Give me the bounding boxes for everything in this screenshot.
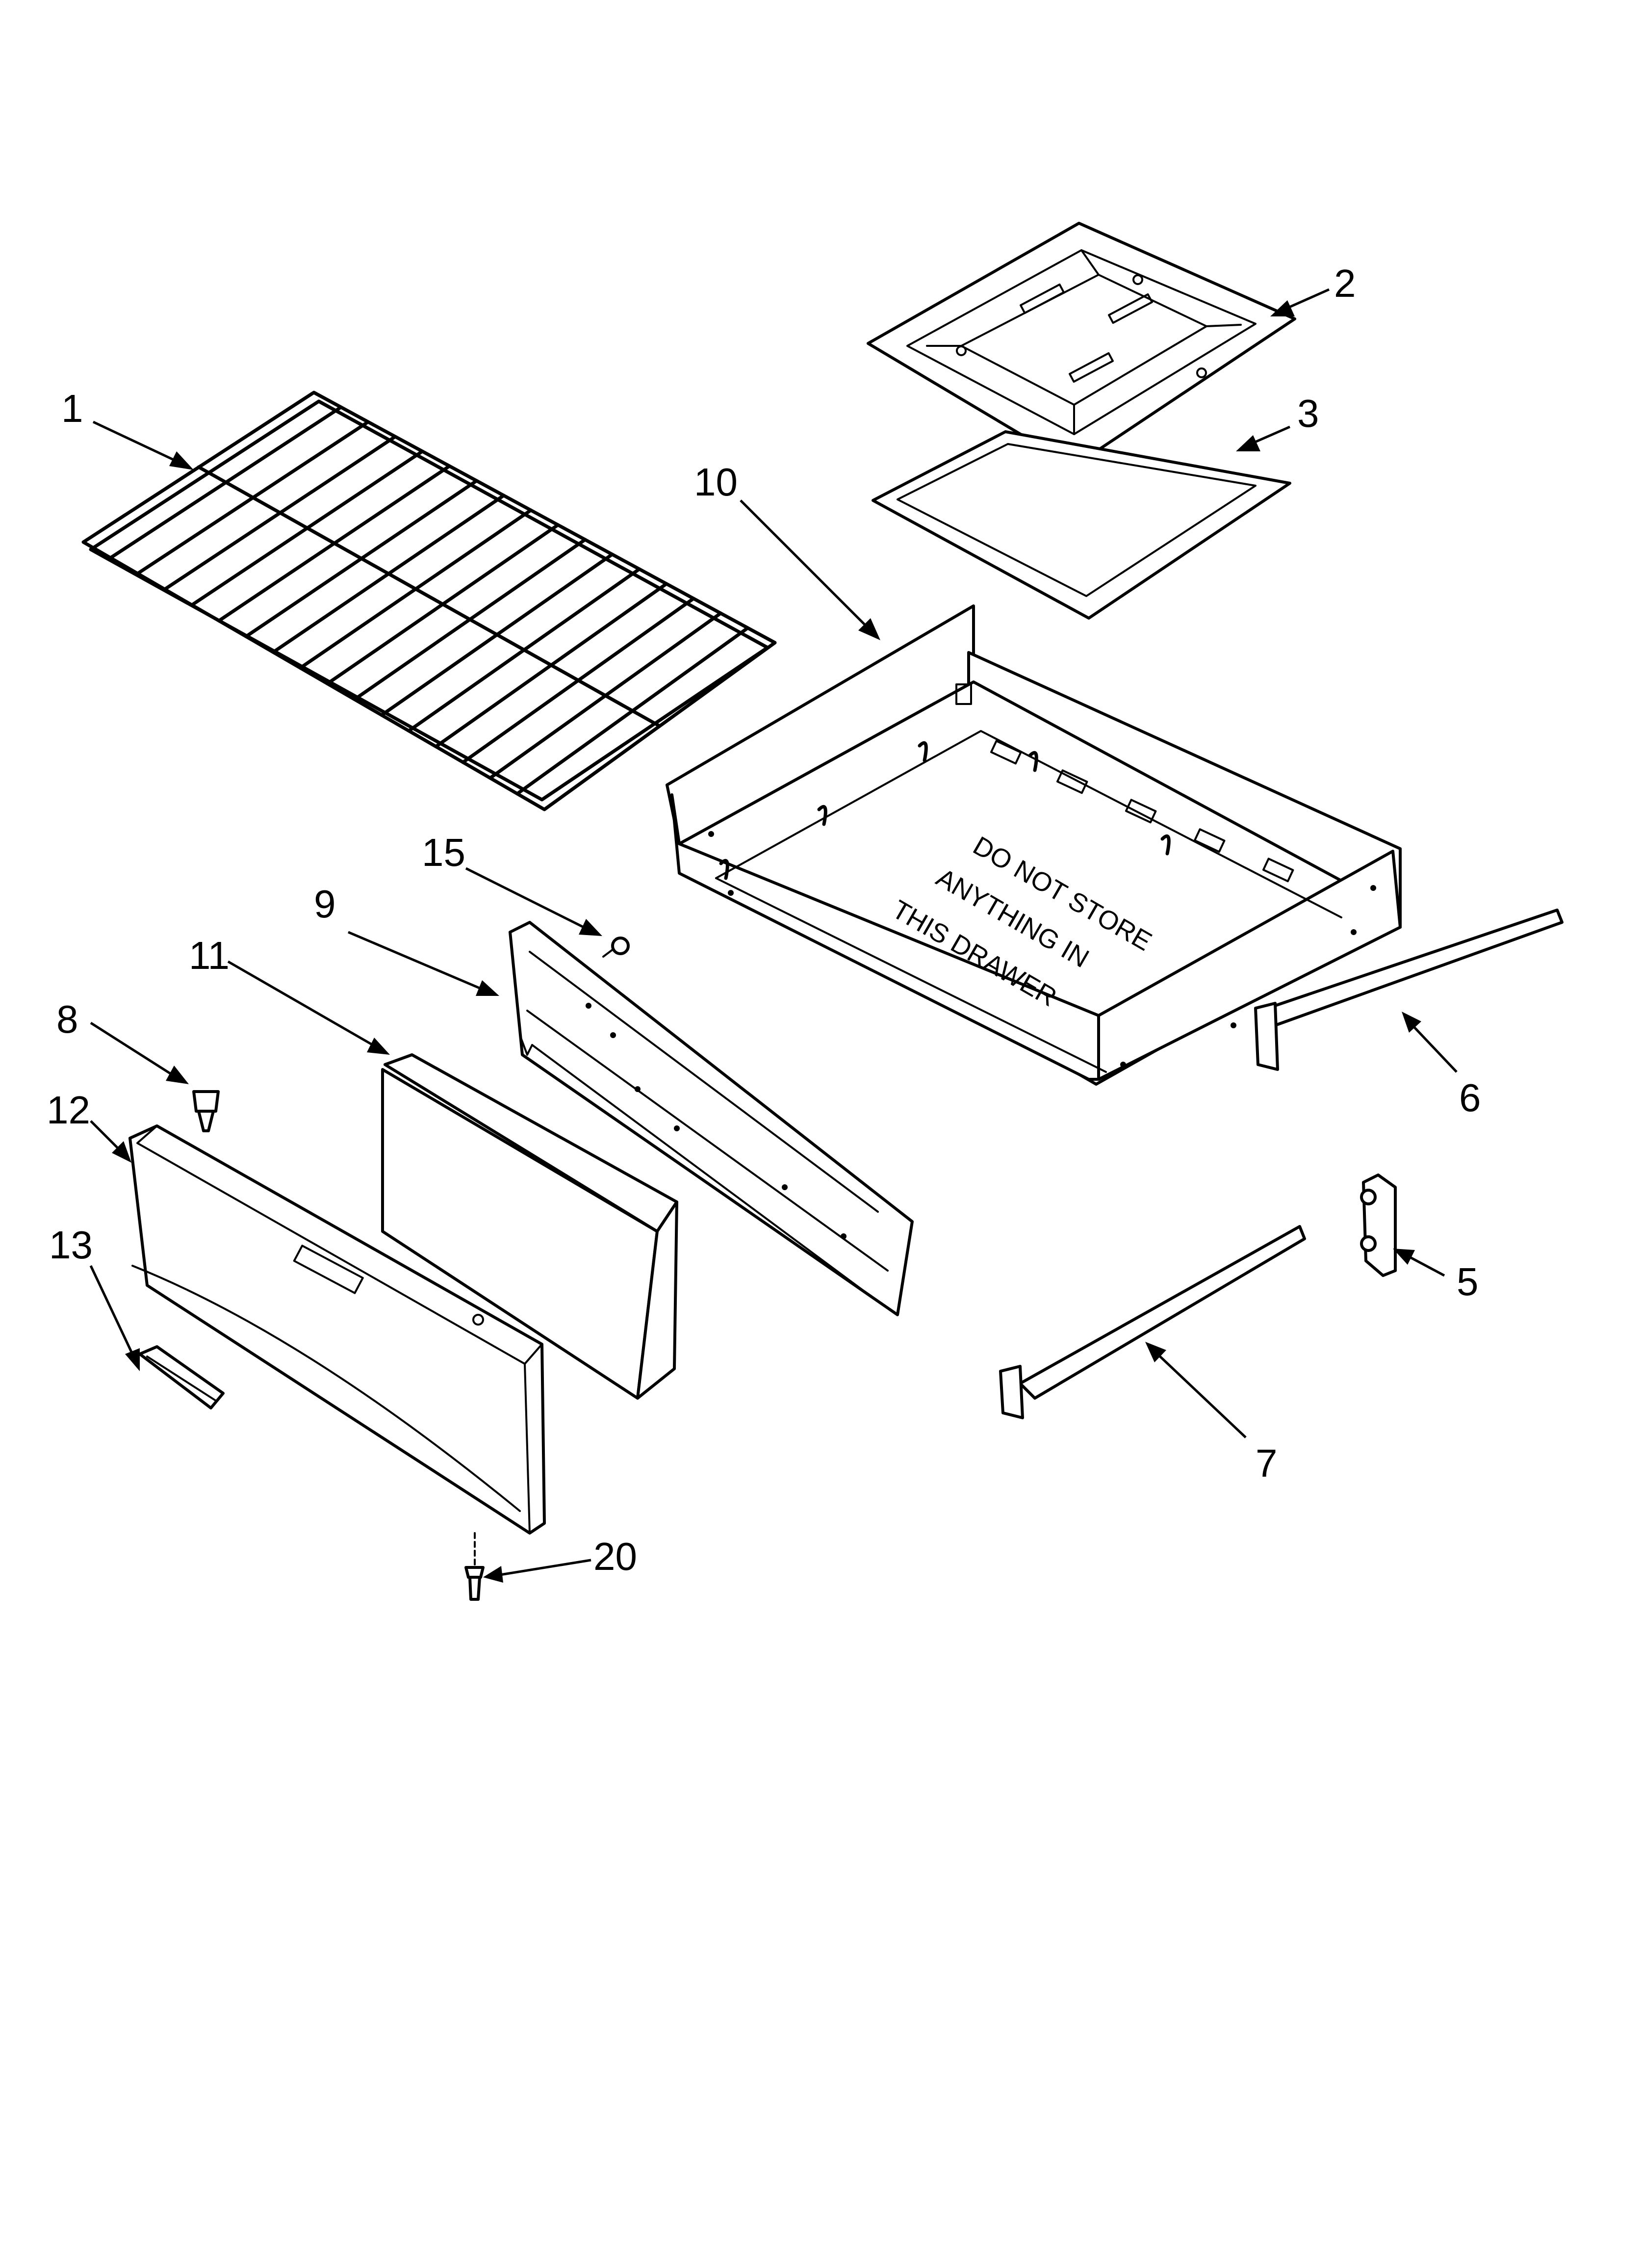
callout-10: 10 [694,460,738,504]
callout-13: 13 [49,1223,93,1267]
screw-part-20 [464,1532,485,1601]
callout-11: 11 [189,934,230,977]
callout-1: 1 [61,387,83,430]
drawer-insulation [381,1053,678,1400]
screw-part-8 [192,1090,220,1132]
leader-lines [89,288,1458,1583]
callout-3: 3 [1297,391,1319,435]
rack-center-bar [197,465,662,728]
vent-gasket [872,430,1291,620]
callout-15: 15 [422,831,465,874]
callout-7: 7 [1256,1441,1278,1485]
callout-6: 6 [1459,1076,1481,1120]
vent-trim [867,222,1296,468]
callout-labels: 1 2 3 5 6 7 8 9 10 11 12 13 15 20 [47,261,1481,1578]
callout-9: 9 [314,882,336,926]
inner-drawer-front [509,921,914,1316]
callout-20: 20 [593,1535,637,1578]
callout-5: 5 [1457,1260,1479,1303]
slide-bracket [1360,1173,1397,1277]
drawer-slide-rail-right [1254,909,1564,1071]
callout-2: 2 [1334,261,1356,305]
screw-part-15 [602,937,630,958]
callout-8: 8 [56,997,78,1041]
callout-12: 12 [47,1088,90,1132]
drawer-slide-rail-left [999,1225,1306,1419]
oven-rack [81,391,777,811]
drawer-handle [138,1345,225,1409]
drawer-front-panel [128,1124,546,1535]
drawer-body: DO NOT STORE ANYTHING IN THIS DRAWER [666,604,1402,1086]
